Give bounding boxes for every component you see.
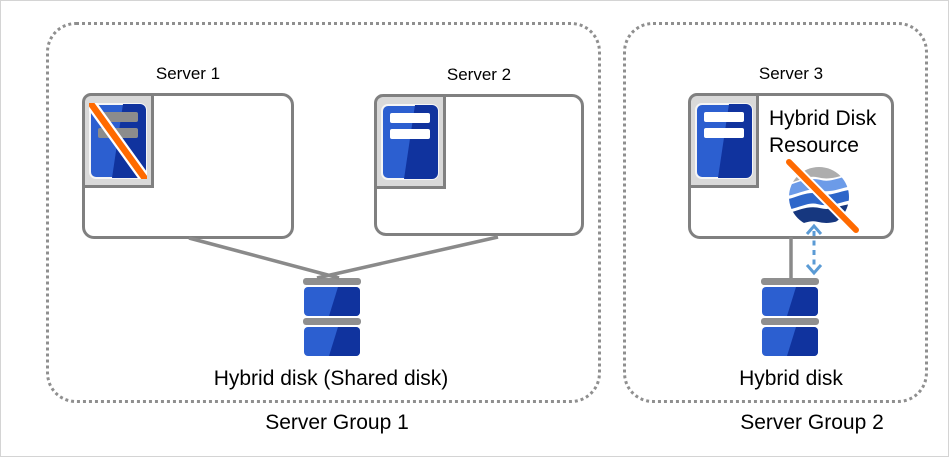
disk-stack-icon: [302, 276, 362, 358]
server-tower-icon: [695, 103, 753, 179]
globe-failed-icon: [786, 164, 852, 230]
hybrid-disk-label: Hybrid disk: [739, 367, 843, 390]
hybrid-disk-resource-label: Hybrid Disk Resource: [769, 107, 877, 157]
server-group-1-frame: [46, 22, 601, 403]
server-3-icon-frame: [688, 93, 759, 188]
hybrid-disk-resource-icon-wrap: [786, 164, 852, 230]
hybrid-disk-icon-wrap: [760, 276, 820, 358]
server-1-label: Server 1: [155, 64, 221, 83]
server-group-2-frame: [623, 22, 928, 403]
server-1-icon-frame: [82, 93, 154, 188]
server-tower-icon: [381, 104, 439, 180]
disk-stack-icon: [760, 276, 820, 358]
server-tower-failed-icon: [89, 103, 147, 179]
server-group-2-caption: Server Group 2: [740, 411, 884, 434]
shared-disk-icon-wrap: [302, 276, 362, 358]
server-3-label: Server 3: [758, 64, 824, 83]
shared-disk-label: Hybrid disk (Shared disk): [213, 367, 449, 390]
server-2-icon-frame: [374, 94, 446, 189]
server-group-1-caption: Server Group 1: [265, 411, 409, 434]
server-2-label: Server 2: [446, 65, 512, 84]
